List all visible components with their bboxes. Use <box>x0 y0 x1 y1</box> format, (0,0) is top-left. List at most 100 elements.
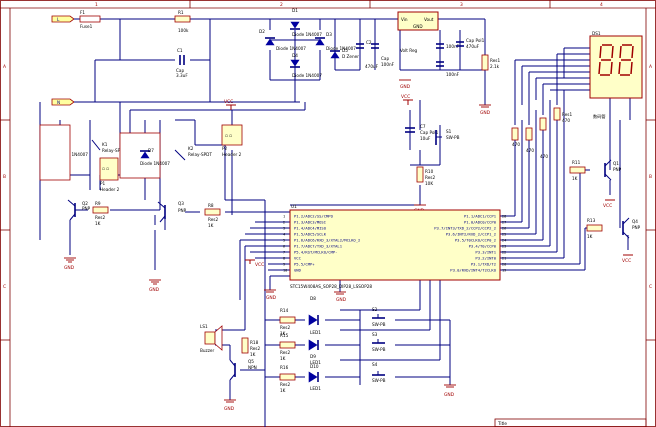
r4-val: 470 <box>526 148 534 153</box>
mcu-pin-number: 8 <box>283 257 285 261</box>
mcu-pin-number: 20 <box>502 263 506 267</box>
resistor-r2: Res1 2.1k <box>481 54 500 71</box>
gnd-symbol-1: GND <box>64 257 76 271</box>
buzzer-ls1: LS1 Buzzer <box>200 324 223 353</box>
p2-pins: ▫ ▫ <box>225 133 232 138</box>
reg-gnd: GND <box>413 24 423 29</box>
s4-val: SW-PB <box>372 378 386 383</box>
fuse-f1: F1 Fuse1 <box>79 10 101 29</box>
gnd-text-7: GND <box>444 392 455 398</box>
d2-val: Diode 1N4007 <box>276 46 306 51</box>
mcu-pin-number: 27 <box>502 221 506 225</box>
mcu-pin-name: P1.6/ADC6/RXD_3/XTAL2/MCLKO_2 <box>294 238 360 243</box>
gnd-text-9: GND <box>400 84 411 90</box>
c1-ref: C1 <box>177 48 183 53</box>
diode-d3: D3 Diode 1N4007 <box>315 32 356 51</box>
q5-ref: Q5 <box>248 359 254 364</box>
frame-col-2: 2 <box>280 2 283 8</box>
r2-val: Res1 <box>490 58 500 63</box>
d3-val: Diode 1N4007 <box>326 46 356 51</box>
c7-val: Cap Pol1 <box>420 130 439 135</box>
s3-val: SW-PB <box>372 347 386 352</box>
r16-ref: R16 <box>280 365 289 370</box>
led-d8: D8 LED1 <box>308 296 321 335</box>
vcc-symbol-1: VCC <box>224 99 236 110</box>
gnd-text-6: GND <box>224 406 235 412</box>
q3-ref: Q3 <box>178 201 184 206</box>
vcc-symbol-6: VCC <box>603 199 615 209</box>
mcu-pin-name: P1.2/ADC2/SS/CMPO <box>294 214 334 219</box>
c3-val: Cap <box>381 56 389 61</box>
r6-val2: 470 <box>562 118 570 123</box>
switch-s1: S1 SW-PB <box>435 129 460 145</box>
capacitor-c1: C1 Cap 3.3uF <box>176 48 188 78</box>
diode-d1: D1 Diode 1N4007 <box>290 8 322 37</box>
reg-vout: Vout <box>424 17 434 22</box>
mcu-pin-number: 22 <box>502 251 506 255</box>
header-p2: ▫ ▫ P2 Header 2 <box>221 124 243 157</box>
net-l-text: L <box>57 17 60 22</box>
mcu-pin-name: P3.2/INT0 <box>475 256 496 261</box>
s2-ref: S2 <box>372 307 378 312</box>
q1-ref: Q1 <box>613 161 619 166</box>
s4-ref: S4 <box>372 362 378 367</box>
mcu-pin-name: P3.4/T0/CCP0 <box>469 244 497 249</box>
gnd-symbol-2: GND <box>149 279 161 293</box>
relay-k1: K1 Relay-SPDT <box>39 124 126 181</box>
frame-row-b: B <box>3 174 6 180</box>
resistor-r16: R16 Res2 1K <box>279 365 296 393</box>
r10-val: Res2 <box>425 175 435 180</box>
digit-2 <box>618 44 634 76</box>
gnd-symbol-3: GND <box>479 104 491 116</box>
r1-val: 100k <box>178 28 189 33</box>
k2-ref: K2 <box>188 146 194 151</box>
resistor-r1: R1 100k <box>174 10 191 33</box>
capacitor-c6: Cap Pol1 470uF <box>456 38 485 49</box>
transistor-q1: Q1 PNP <box>604 159 622 181</box>
p1-val: Header 2 <box>100 187 120 192</box>
k1-val: Relay-SPDT <box>102 148 126 153</box>
d2-ref: D2 <box>259 29 265 34</box>
r14-val: Res2 <box>280 325 290 330</box>
mcu-pin-name: P1.4/ADC4/MISO <box>294 226 327 231</box>
r16-val2: 1K <box>280 388 286 393</box>
p2-ref: P2 <box>222 146 228 151</box>
q5-val: NPN <box>248 365 257 370</box>
q3-val: PNP <box>178 208 187 213</box>
r8-val2: 1K <box>208 223 214 228</box>
c6-val2: 470uF <box>466 44 480 49</box>
mcu-pin-name: P1.0/ADC0/CCP0 <box>464 220 497 225</box>
r10-ref: R10 <box>425 169 434 174</box>
mcu-pin-number: 28 <box>502 215 506 219</box>
mcu-pin-number: 23 <box>502 245 506 249</box>
mcu-pin-name: P5.5/CMP+ <box>294 262 315 267</box>
resistor-r4: 470 <box>525 127 534 153</box>
switch-s3: S3 SW-PB <box>372 332 386 352</box>
vcc-text-5: VCC <box>622 258 631 264</box>
seven-segment-display: DS1 数码管 <box>589 31 643 120</box>
transistor-q5: Q5 NPN <box>229 359 257 381</box>
c2-ref: C2 <box>366 40 372 45</box>
vcc-text-3: VCC <box>255 262 264 268</box>
header-p1: ▫ ▫ P1 Header 2 <box>99 157 120 192</box>
vcc-text-1: VCC <box>224 99 233 105</box>
mcu-pin-name: P3.0/RXD/INT4/T2CLKO <box>450 268 496 273</box>
r11-ref: R11 <box>572 160 581 165</box>
f1-ref: F1 <box>80 10 85 15</box>
d1-ref: D1 <box>292 8 298 13</box>
resistor-r12: R13 1K <box>586 218 603 239</box>
mcu-pin-number: 21 <box>502 257 506 261</box>
gnd-text-3: GND <box>480 110 491 116</box>
mcu-pin-name: P1.1/ADC1/CCP1 <box>464 214 497 219</box>
s1-val: SW-PB <box>446 135 460 140</box>
net-label-n: N <box>51 98 75 106</box>
r8-ref: R8 <box>208 203 214 208</box>
frame-row-c-right: C <box>649 284 652 290</box>
r5-val: 470 <box>540 154 548 159</box>
mcu-pin-name: P3.5/T0CLKO/CCP0_2 <box>455 238 496 243</box>
r12-ref: R13 <box>587 218 596 223</box>
reg-vin: Vin <box>401 17 408 22</box>
frame-row-a-right: A <box>649 64 652 70</box>
c4-val: 100nF <box>446 44 460 49</box>
